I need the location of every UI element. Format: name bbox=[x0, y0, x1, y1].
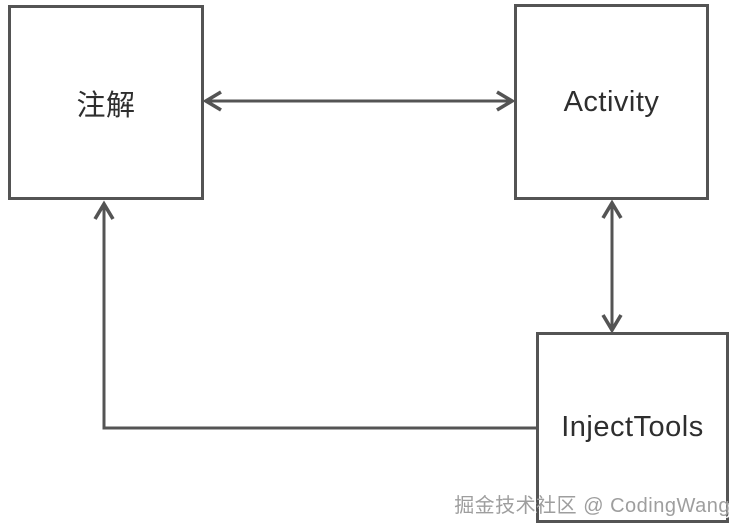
edge-injecttools-annotation-arrow bbox=[93, 200, 536, 430]
node-injecttools-label: InjectTools bbox=[561, 411, 704, 443]
node-annotation-box: 注解 bbox=[8, 5, 204, 200]
node-activity-label: Activity bbox=[563, 85, 660, 118]
node-activity-box: Activity bbox=[514, 4, 709, 200]
watermark: 掘金技术社区 @ CodingWang bbox=[454, 495, 730, 517]
node-injecttools-box: InjectTools bbox=[536, 332, 729, 523]
node-annotation-label: 注解 bbox=[76, 89, 136, 122]
